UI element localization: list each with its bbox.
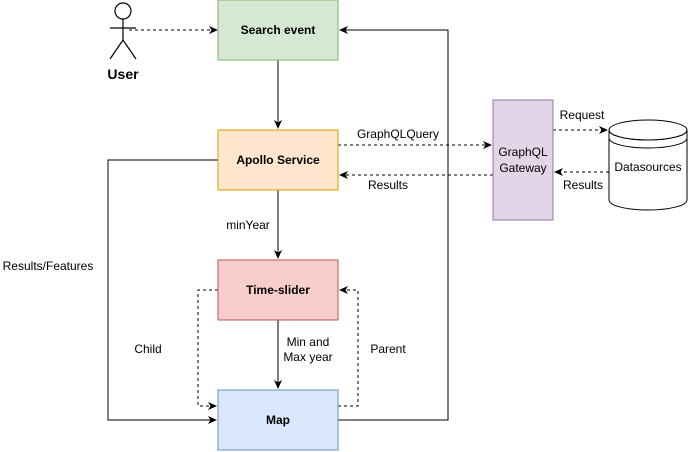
- edge-label-min-max-line1: Min and: [287, 335, 330, 349]
- node-graphql-gateway-label-line1: GraphQL: [498, 145, 548, 159]
- user-actor-icon: [109, 2, 137, 60]
- node-time-slider[interactable]: Time-slider: [217, 259, 339, 321]
- node-search-event-label: Search event: [241, 23, 316, 37]
- edge-label-results-gateway: Results: [368, 178, 408, 192]
- edge-map-to-timeslider-parent: [338, 286, 359, 407]
- node-search-event[interactable]: Search event: [217, 0, 339, 61]
- edge-timeslider-to-map-child: [197, 289, 218, 410]
- user-label: User: [107, 66, 139, 82]
- datasources-cylinder-icon: [608, 130, 688, 211]
- node-datasources[interactable]: Datasources: [608, 119, 688, 211]
- node-map[interactable]: Map: [217, 389, 339, 451]
- node-graphql-gateway[interactable]: GraphQL Gateway: [492, 99, 554, 221]
- edge-label-results-features: Results/Features: [3, 259, 94, 273]
- edge-label-parent: Parent: [370, 342, 406, 356]
- edge-label-min-max-line2: Max year: [283, 350, 332, 364]
- node-datasources-label: Datasources: [614, 160, 681, 174]
- node-time-slider-label: Time-slider: [246, 283, 310, 297]
- edge-apollo-to-map-results: [107, 159, 218, 424]
- node-apollo-service[interactable]: Apollo Service: [217, 129, 339, 191]
- edge-label-graphql-query: GraphQLQuery: [357, 127, 439, 141]
- node-graphql-gateway-label-line2: Gateway: [499, 161, 546, 175]
- edge-label-request: Request: [560, 108, 605, 122]
- node-apollo-service-label: Apollo Service: [236, 153, 320, 167]
- edge-label-min-year: minYear: [226, 218, 270, 232]
- edge-label-results-datasources: Results: [563, 178, 603, 192]
- edge-map-to-search: [338, 26, 449, 421]
- node-map-label: Map: [266, 413, 290, 427]
- edge-label-child: Child: [134, 342, 161, 356]
